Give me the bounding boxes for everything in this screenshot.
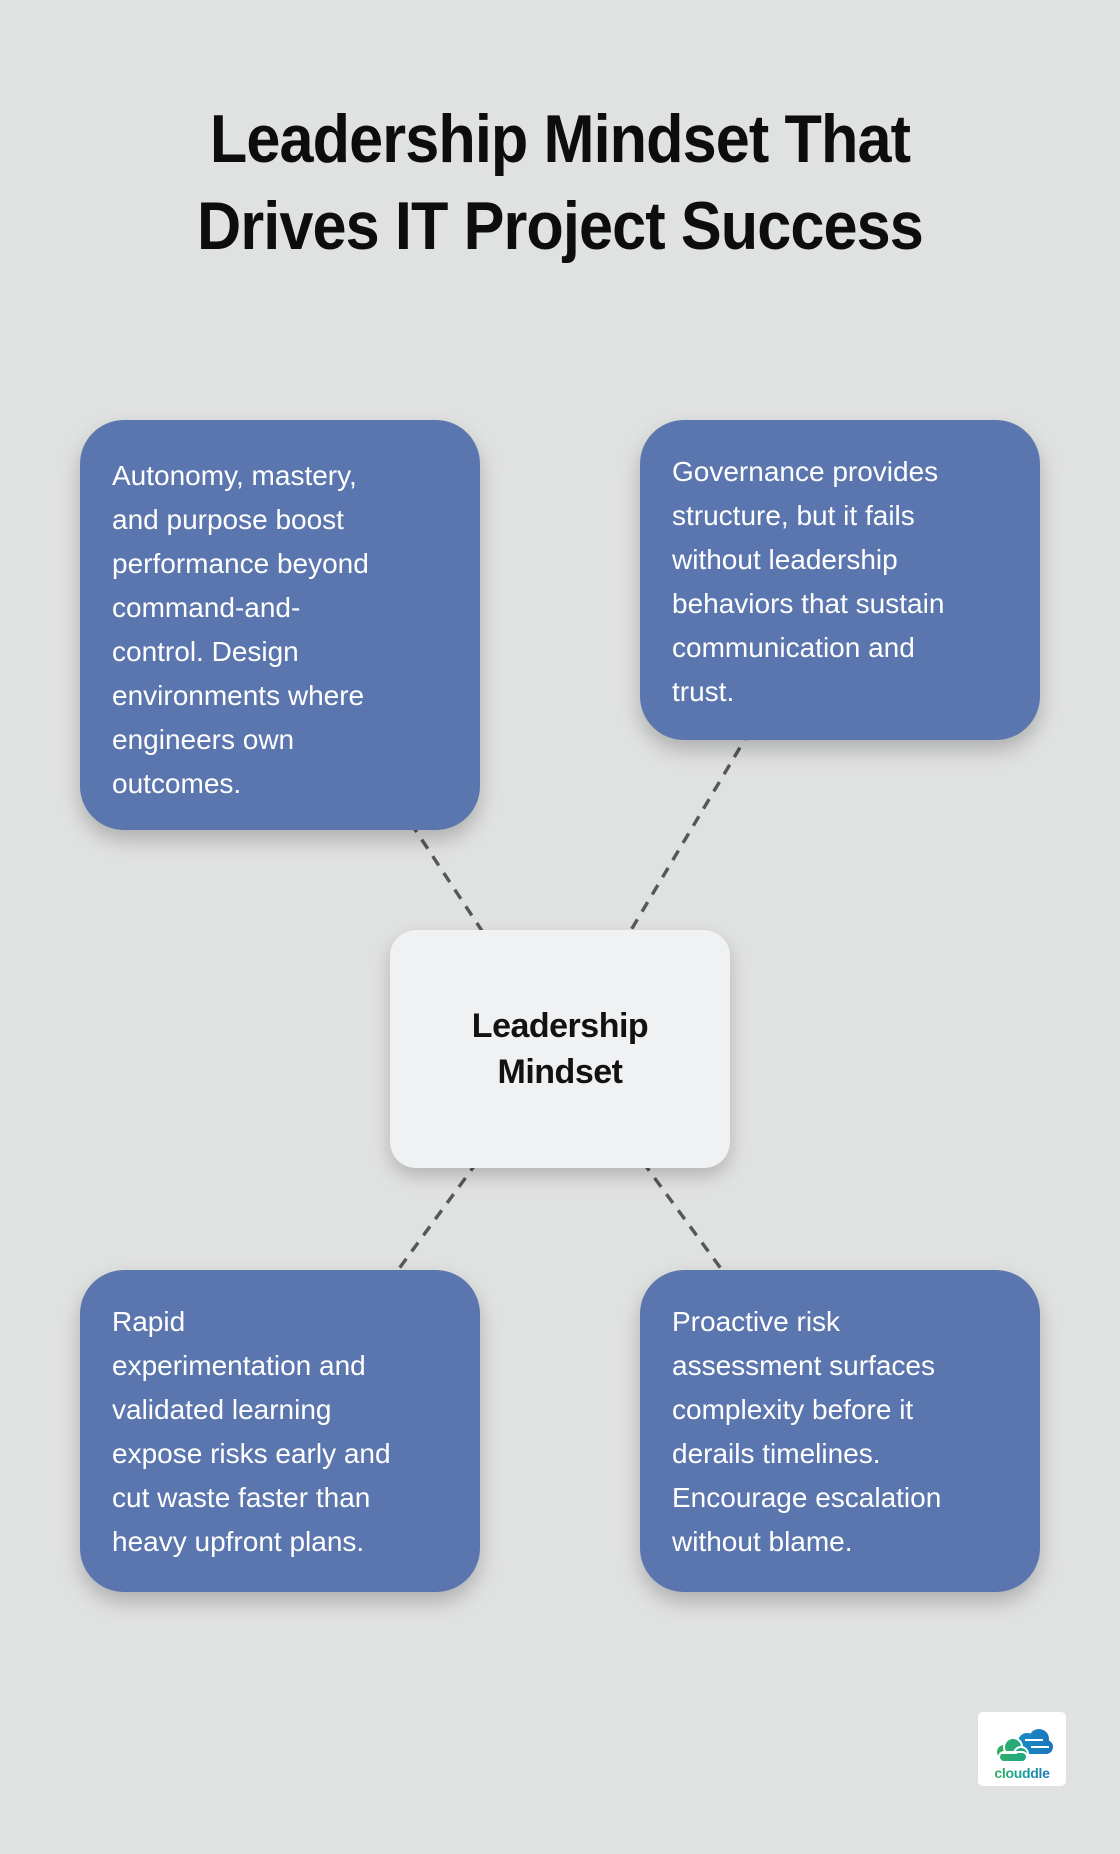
- clouddle-logo: clouddle: [978, 1712, 1066, 1786]
- node-bottom-left-text: Rapid experimentation and validated lear…: [112, 1306, 391, 1557]
- node-top-right-text: Governance provides structure, but it fa…: [672, 456, 945, 707]
- node-top-right: Governance provides structure, but it fa…: [640, 420, 1040, 740]
- node-bottom-left: Rapid experimentation and validated lear…: [80, 1270, 480, 1592]
- cloud-logo-icon: [995, 1729, 1053, 1763]
- center-node: Leadership Mindset: [390, 930, 730, 1168]
- center-node-label: Leadership Mindset: [471, 1007, 649, 1091]
- brand-name: clouddle: [994, 1765, 1050, 1781]
- node-bottom-right: Proactive risk assessment surfaces compl…: [640, 1270, 1040, 1592]
- page-title: Leadership Mindset That Drives IT Projec…: [197, 101, 924, 264]
- node-top-left: Autonomy, mastery, and purpose boost per…: [80, 420, 480, 830]
- node-top-left-text: Autonomy, mastery, and purpose boost per…: [112, 460, 369, 799]
- node-bottom-right-text: Proactive risk assessment surfaces compl…: [672, 1306, 942, 1557]
